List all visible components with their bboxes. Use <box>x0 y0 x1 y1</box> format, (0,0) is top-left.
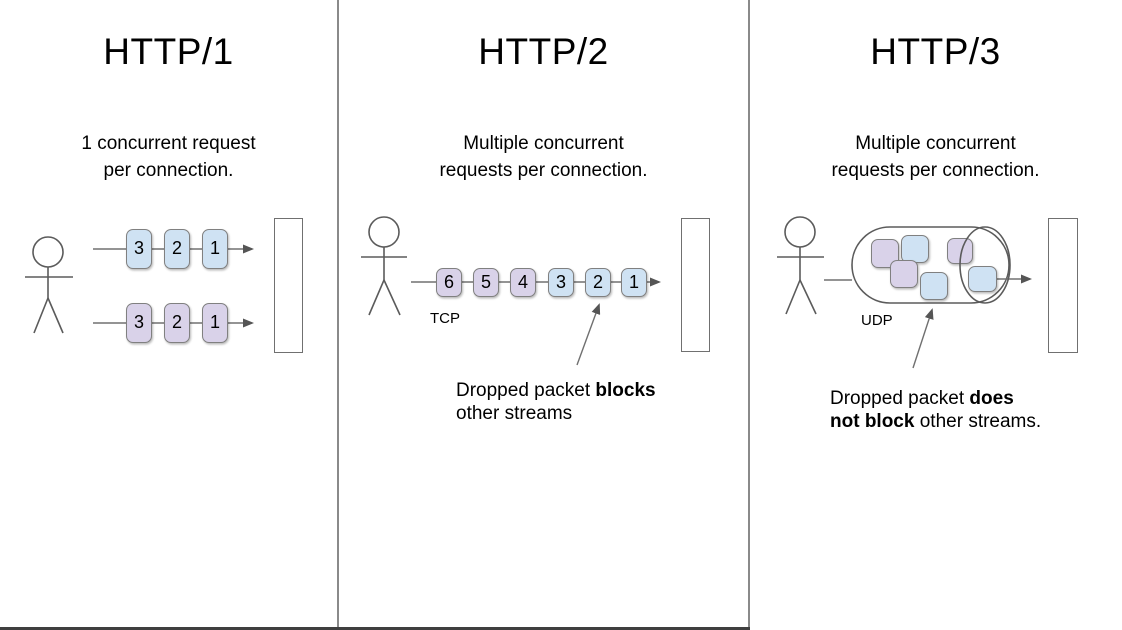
annotation-arrow <box>912 308 934 369</box>
note-line: Dropped packet blocks <box>456 380 656 401</box>
packet <box>920 272 948 300</box>
server-box <box>681 218 710 352</box>
panel-title-http3: HTTP/3 <box>870 31 1001 72</box>
tube-opening-ellipse <box>959 226 1011 304</box>
server-box <box>274 218 303 353</box>
person-icon <box>777 216 824 315</box>
panel-divider <box>337 0 339 628</box>
panel-divider <box>748 0 750 628</box>
packet: 3 <box>126 303 152 343</box>
bottom-edge-bar <box>0 627 750 630</box>
panel-subtitle: Multiple concurrent requests per connect… <box>439 133 648 181</box>
packet: 2 <box>164 303 190 343</box>
panel-title-http1: HTTP/1 <box>103 31 234 72</box>
packet: 1 <box>202 229 228 269</box>
note-line: Dropped packet does <box>830 388 1014 409</box>
packet <box>901 235 929 263</box>
packet: 6 <box>436 268 462 297</box>
packet: 2 <box>164 229 190 269</box>
panel-subtitle: Multiple concurrent requests per connect… <box>831 133 1040 181</box>
note-line: not block other streams. <box>830 411 1042 432</box>
packet: 4 <box>510 268 536 297</box>
packet: 3 <box>126 229 152 269</box>
packet: 1 <box>621 268 647 297</box>
note-line: other streams <box>456 403 573 424</box>
panel-subtitle: 1 concurrent request per connection. <box>81 133 256 181</box>
panel-title-http2: HTTP/2 <box>478 31 609 72</box>
packet: 5 <box>473 268 499 297</box>
dropped-packet-note-http2: Dropped packet blocks other streams <box>456 379 696 425</box>
annotation-arrow <box>576 303 601 366</box>
udp-label: UDP <box>861 312 893 329</box>
person-icon <box>361 216 407 316</box>
dropped-packet-note-http3: Dropped packet does not block other stre… <box>830 387 1086 433</box>
person-icon <box>25 236 73 334</box>
tcp-label: TCP <box>430 310 460 327</box>
packet <box>890 260 918 288</box>
server-box <box>1048 218 1078 353</box>
packet: 2 <box>585 268 611 297</box>
packet: 3 <box>548 268 574 297</box>
packet <box>968 266 997 292</box>
packet <box>947 238 973 264</box>
packet: 1 <box>202 303 228 343</box>
